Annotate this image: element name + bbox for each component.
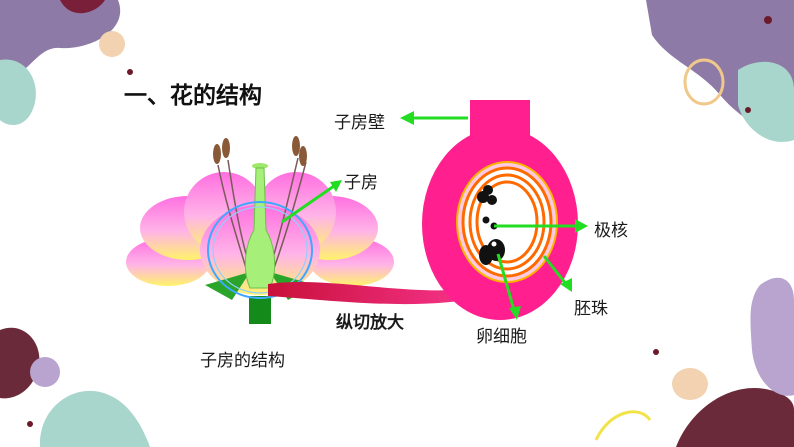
- label-ovule: 胚珠: [574, 299, 608, 319]
- ovary-section: [422, 100, 578, 320]
- antipodal-cell: [487, 195, 497, 205]
- polar-nucleus: [482, 216, 490, 224]
- egg-cell: [487, 239, 505, 261]
- page-title: 一、花的结构: [124, 83, 262, 109]
- arrow-flower-ovary: [281, 184, 335, 224]
- label-egg-cell: 卵细胞: [476, 327, 527, 347]
- flower-stem: [249, 296, 271, 324]
- label-enlarge: 纵切放大: [336, 313, 404, 333]
- anther-icon: [213, 144, 221, 164]
- anther-icon: [222, 138, 230, 158]
- label-flower-ovary: 子房: [344, 173, 378, 193]
- pointer-arrows: [281, 111, 588, 320]
- arrow-ovule: [542, 255, 568, 285]
- ovary-highlight-ring: [207, 201, 313, 299]
- enlarge-arrow: [268, 278, 510, 305]
- arrow-egg-cell: [496, 253, 516, 311]
- label-ovary-wall: 子房壁: [334, 113, 385, 133]
- anther-icon: [292, 136, 300, 156]
- anther-icon: [299, 146, 307, 166]
- flower-caption: 子房的结构: [200, 351, 285, 371]
- antipodal-cell: [483, 185, 493, 195]
- sepal-left: [205, 272, 250, 300]
- label-polar-nuclei: 极核: [594, 221, 628, 241]
